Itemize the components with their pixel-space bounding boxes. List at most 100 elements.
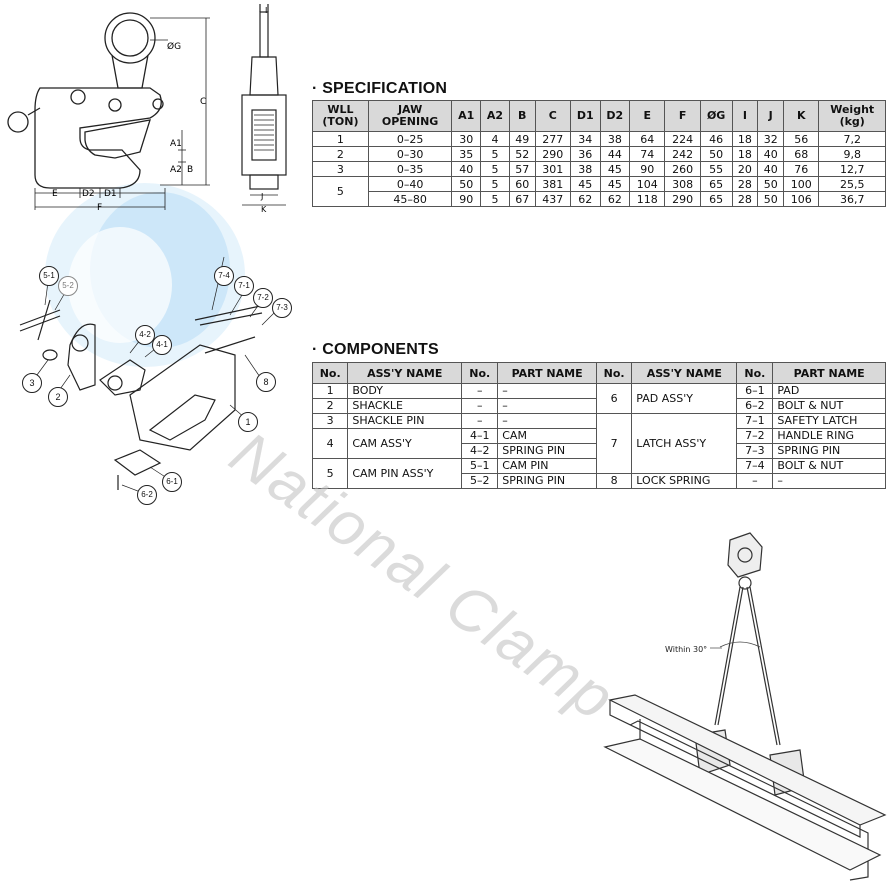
components-cell: 6 bbox=[595, 383, 633, 414]
spec-cell: 67 bbox=[508, 191, 536, 207]
spec-cell: 45 bbox=[569, 176, 601, 192]
components-cell: 8 bbox=[595, 473, 633, 489]
spec-header-cell: WLL(TON) bbox=[312, 100, 369, 132]
callout-5-2: 5-2 bbox=[58, 276, 78, 296]
components-cell: – bbox=[461, 413, 499, 429]
spec-cell: 9,8 bbox=[818, 146, 886, 162]
components-cell: 7–4 bbox=[736, 458, 774, 474]
components-header-cell: No. bbox=[311, 362, 349, 384]
spec-cell: 106 bbox=[783, 191, 820, 207]
components-cell: SPRING PIN bbox=[497, 473, 597, 489]
spec-header-cell: A1 bbox=[451, 100, 482, 132]
dim-k-label: K bbox=[261, 205, 267, 214]
clamp-side-view-drawing: I J K bbox=[241, 4, 287, 214]
spec-cell: 30 bbox=[451, 131, 482, 147]
spec-cell: 45–80 bbox=[367, 191, 453, 207]
angle-label: Within 30° bbox=[665, 645, 707, 654]
clamp-exploded-view bbox=[19, 256, 281, 494]
spec-cell: 12,7 bbox=[818, 161, 886, 177]
spec-cell: 28 bbox=[731, 176, 759, 192]
spec-cell: 38 bbox=[599, 131, 631, 147]
clamp-dimension-drawing: ØG C A1 A2 B E D2 D1 F bbox=[7, 12, 210, 213]
spec-cell: 290 bbox=[534, 146, 571, 162]
spec-cell: 52 bbox=[508, 146, 536, 162]
spec-header-cell: A2 bbox=[480, 100, 510, 132]
spec-cell: 46 bbox=[699, 131, 733, 147]
components-cell: 6–2 bbox=[736, 398, 774, 414]
components-cell: SAFETY LATCH bbox=[772, 413, 886, 429]
callout-6-1: 6-1 bbox=[162, 472, 182, 492]
spec-cell: 5 bbox=[480, 146, 510, 162]
components-cell: 7–3 bbox=[736, 443, 774, 459]
spec-header-cell: C bbox=[534, 100, 571, 132]
components-header-cell: PART NAME bbox=[772, 362, 886, 384]
callout-2: 2 bbox=[48, 387, 68, 407]
components-cell: – bbox=[461, 383, 499, 399]
specification-heading: · SPECIFICATION bbox=[312, 80, 448, 97]
spec-cell: 308 bbox=[664, 176, 701, 192]
spec-cell: 36,7 bbox=[818, 191, 886, 207]
callout-4-1: 4-1 bbox=[152, 335, 172, 355]
spec-header-cell: ØG bbox=[699, 100, 733, 132]
spec-cell: 18 bbox=[731, 131, 759, 147]
spec-cell: 40 bbox=[451, 161, 482, 177]
spec-cell: 2 bbox=[312, 146, 369, 162]
components-cell: PAD bbox=[772, 383, 886, 399]
components-cell: SHACKLE bbox=[347, 398, 463, 414]
spec-cell: 57 bbox=[508, 161, 536, 177]
spec-header-cell: J bbox=[757, 100, 785, 132]
spec-cell: 100 bbox=[783, 176, 820, 192]
spec-cell: 0–35 bbox=[367, 161, 453, 177]
spec-cell: 7,2 bbox=[818, 131, 886, 147]
spec-cell: 65 bbox=[699, 176, 733, 192]
components-cell: CAM PIN bbox=[497, 458, 597, 474]
spec-cell: 381 bbox=[534, 176, 571, 192]
components-cell: 4–1 bbox=[461, 428, 499, 444]
callout-7-4: 7-4 bbox=[214, 266, 234, 286]
spec-cell: 0–30 bbox=[367, 146, 453, 162]
spec-cell: 62 bbox=[569, 191, 601, 207]
spec-cell: 224 bbox=[664, 131, 701, 147]
spec-cell: 20 bbox=[731, 161, 759, 177]
callout-6-2: 6-2 bbox=[137, 485, 157, 505]
components-cell: SHACKLE PIN bbox=[347, 413, 463, 429]
spec-cell: 18 bbox=[731, 146, 759, 162]
components-cell: – bbox=[461, 398, 499, 414]
spec-cell: 62 bbox=[599, 191, 631, 207]
components-header-cell: ASS'Y NAME bbox=[347, 362, 463, 384]
components-cell: – bbox=[497, 413, 597, 429]
spec-header-cell: Weight(kg) bbox=[818, 100, 886, 132]
components-cell: 5–1 bbox=[461, 458, 499, 474]
components-cell: SPRING PIN bbox=[497, 443, 597, 459]
components-cell: – bbox=[772, 473, 886, 489]
spec-cell: 32 bbox=[757, 131, 785, 147]
spec-cell: 1 bbox=[312, 131, 369, 147]
callout-1: 1 bbox=[238, 412, 258, 432]
spec-cell: 301 bbox=[534, 161, 571, 177]
components-cell: 4 bbox=[311, 428, 349, 459]
callout-5-1: 5-1 bbox=[39, 266, 59, 286]
spec-cell: 36 bbox=[569, 146, 601, 162]
dim-d2-label: D2 bbox=[82, 189, 95, 199]
spec-cell: 50 bbox=[451, 176, 482, 192]
components-cell: 3 bbox=[311, 413, 349, 429]
spec-cell: 28 bbox=[731, 191, 759, 207]
components-cell: BOLT & NUT bbox=[772, 458, 886, 474]
components-header-cell: No. bbox=[736, 362, 774, 384]
components-cell: – bbox=[736, 473, 774, 489]
spec-cell: 49 bbox=[508, 131, 536, 147]
spec-cell: 45 bbox=[599, 161, 631, 177]
components-header-cell: ASS'Y NAME bbox=[631, 362, 738, 384]
spec-header-cell: D2 bbox=[599, 100, 631, 132]
callout-3: 3 bbox=[22, 373, 42, 393]
components-cell: CAM ASS'Y bbox=[347, 428, 463, 459]
components-cell: SPRING PIN bbox=[772, 443, 886, 459]
